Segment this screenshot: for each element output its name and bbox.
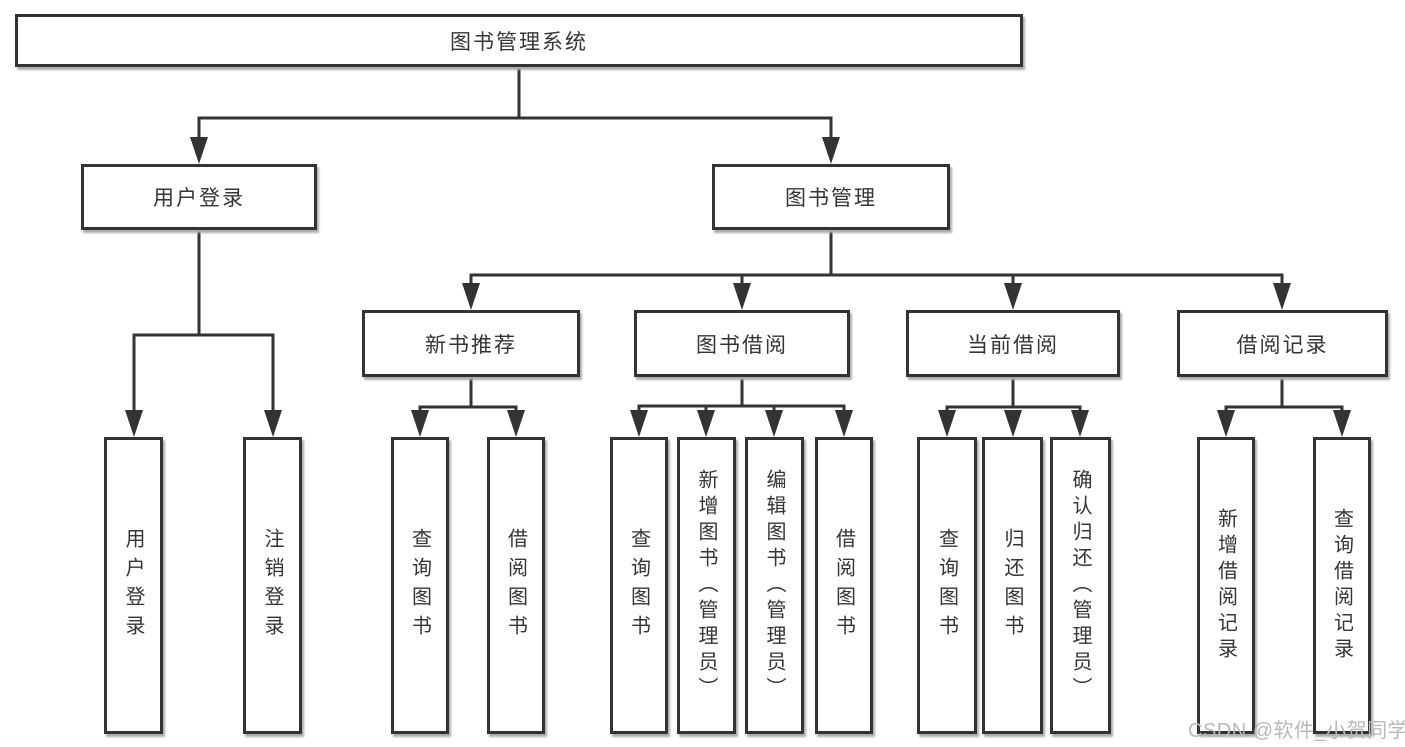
leaf-borrow-books-recommend: 借阅图书 — [487, 437, 545, 734]
edges-root — [190, 65, 840, 164]
leaf-user-login: 用户登录 — [104, 437, 163, 734]
edges-current-borrowing — [938, 375, 1089, 437]
leaf-confirm-return-admin: 确认归还（管理员） — [1050, 437, 1111, 734]
watermark: CSDN @软件_小贺同学 — [1188, 720, 1405, 742]
node-borrowing-records: 借阅记录 — [1177, 310, 1388, 377]
node-new-book-recommend: 新书推荐 — [362, 310, 580, 377]
leaf-query-books-recommend: 查询图书 — [391, 437, 449, 734]
leaf-query-books-current: 查询图书 — [917, 437, 977, 734]
edges-book-management — [462, 228, 1291, 310]
edges-book-borrowing — [630, 375, 853, 437]
leaf-add-book-admin: 新增图书（管理员） — [677, 437, 736, 734]
node-current-borrowing: 当前借阅 — [906, 310, 1120, 377]
node-book-borrowing: 图书借阅 — [634, 310, 850, 377]
leaf-borrow-books: 借阅图书 — [815, 437, 873, 734]
edges-borrowing-records — [1217, 375, 1351, 437]
edges-new-book-recommend — [411, 375, 525, 437]
leaf-add-borrow-record: 新增借阅记录 — [1197, 437, 1255, 734]
node-book-management: 图书管理 — [712, 164, 950, 230]
leaf-edit-book-admin: 编辑图书（管理员） — [745, 437, 804, 734]
leaf-query-borrow-record: 查询借阅记录 — [1313, 437, 1371, 734]
leaf-query-books-borrow: 查询图书 — [610, 437, 668, 734]
leaf-logout: 注销登录 — [243, 437, 302, 734]
node-library-system: 图书管理系统 — [15, 14, 1023, 67]
edges-user-login — [125, 228, 282, 437]
node-user-login: 用户登录 — [81, 164, 317, 230]
leaf-return-books: 归还图书 — [982, 437, 1043, 734]
